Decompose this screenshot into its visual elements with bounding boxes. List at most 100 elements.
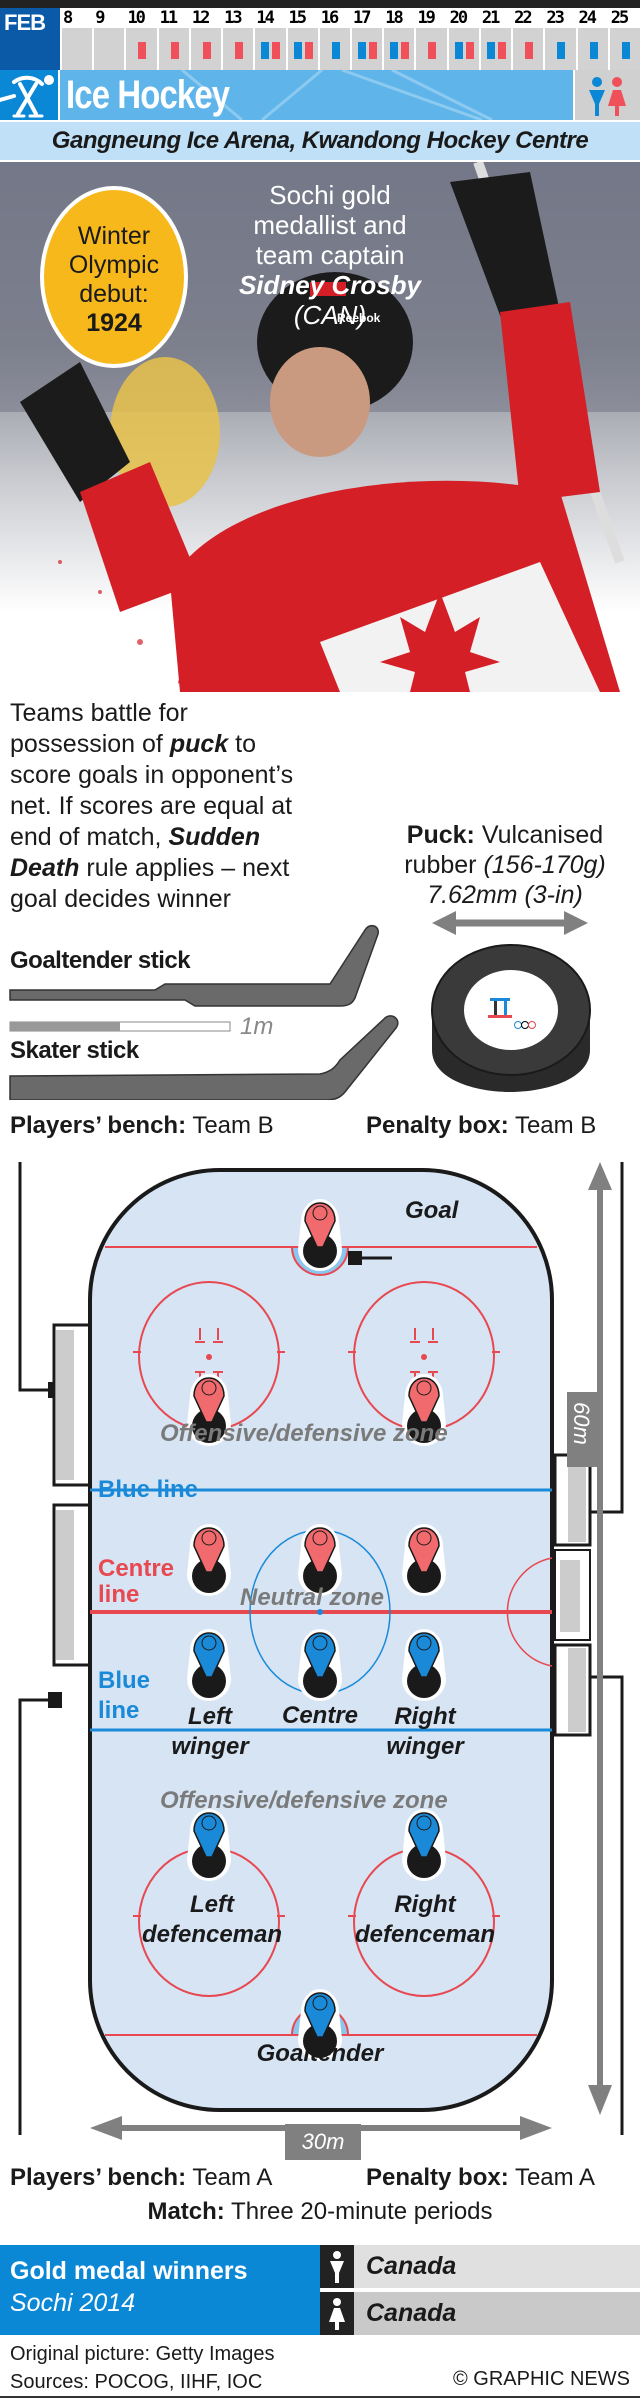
men-event-marker bbox=[454, 42, 463, 59]
label-value: Team B bbox=[186, 1112, 274, 1139]
right-winger-label: Right winger bbox=[380, 1702, 470, 1762]
puck-material: Vulcanised rubber bbox=[404, 821, 604, 879]
red-player-marker bbox=[402, 1374, 446, 1446]
label-line: Left bbox=[190, 1891, 234, 1918]
calendar-day: 12 bbox=[188, 8, 222, 70]
calendar-day: 14 bbox=[253, 8, 286, 70]
women-winner-row: Canada bbox=[320, 2292, 640, 2335]
men-event-marker bbox=[331, 42, 340, 59]
day-number: 15 bbox=[287, 8, 318, 28]
label-line: Left bbox=[188, 1703, 232, 1730]
officials-box bbox=[554, 1549, 591, 1641]
women-event-marker bbox=[525, 42, 534, 59]
red-player-marker bbox=[187, 1524, 231, 1596]
desc-text: Teams battle for possession of bbox=[10, 699, 188, 758]
label-line: Blue bbox=[98, 1667, 151, 1694]
red-player-marker bbox=[402, 1524, 446, 1596]
men-event-marker bbox=[621, 42, 630, 59]
desc-text: rule applies – next goal decides winner bbox=[10, 854, 290, 913]
players-bench-b bbox=[52, 1323, 92, 1487]
left-defenceman-label: Left defenceman bbox=[132, 1890, 292, 1950]
day-number: 21 bbox=[480, 8, 512, 28]
caption-line: medallist and bbox=[253, 210, 407, 240]
label-key: Players’ bench: bbox=[10, 1112, 187, 1139]
calendar-day: 11 bbox=[156, 8, 189, 70]
puck-title: Puck: bbox=[406, 821, 475, 849]
puck-diameter: 7.62mm (3-in) bbox=[427, 881, 583, 909]
blue-line-label-top: Blue line bbox=[98, 1476, 199, 1503]
gold-medal-winners: Gold medal winners Sochi 2014 Canada Can… bbox=[0, 2245, 640, 2335]
label-value: Team A bbox=[186, 2164, 273, 2191]
left-winger-label: Left winger bbox=[170, 1702, 250, 1762]
women-event-marker bbox=[202, 42, 211, 59]
label-line: defenceman bbox=[354, 1921, 496, 1948]
title-bar: Ice Hockey bbox=[0, 70, 640, 120]
calendar-day: 24 bbox=[575, 8, 608, 70]
women-event-marker bbox=[138, 42, 147, 59]
men-event-marker bbox=[390, 42, 399, 59]
day-number: 25 bbox=[609, 8, 640, 28]
label-value: Three 20-minute periods bbox=[224, 2198, 493, 2225]
day-number: 12 bbox=[190, 8, 222, 28]
zone-label-bottom: Offensive/defensive zone bbox=[160, 1787, 448, 1814]
desc-emphasis: Sudden Death bbox=[10, 823, 261, 882]
photo-caption: Sochi gold medallist and team captain Si… bbox=[210, 180, 450, 330]
picture-credit: Original picture: Getty Images bbox=[10, 2343, 275, 2365]
men-event-marker bbox=[293, 42, 302, 59]
calendar-day: 13 bbox=[221, 8, 254, 70]
players-bench-team-b: Players’ bench: Team B bbox=[10, 1112, 274, 1140]
calendar-day: 15 bbox=[285, 8, 318, 70]
calendar-day: 18 bbox=[382, 8, 415, 70]
skater-stick bbox=[9, 1015, 399, 1100]
goaltender-stick bbox=[9, 924, 379, 1007]
goaltender-label: Goaltender bbox=[256, 2040, 384, 2067]
women-event-marker bbox=[272, 42, 281, 59]
debut-badge: Winter Olympic debut: 1924 bbox=[40, 186, 188, 368]
equipment-illustration: 1m bbox=[9, 911, 591, 1100]
red-player-marker bbox=[298, 1524, 342, 1596]
blue-left-defenceman-marker bbox=[187, 1809, 231, 1881]
gold-medal-title: Gold medal winners bbox=[10, 2257, 248, 2285]
right-defenceman-label: Right defenceman bbox=[345, 1890, 505, 1950]
day-number: 16 bbox=[319, 8, 350, 28]
zone-label-top: Offensive/defensive zone bbox=[160, 1420, 448, 1447]
athlete-country: (CAN) bbox=[293, 300, 367, 330]
day-number: 22 bbox=[513, 8, 544, 28]
men-icon bbox=[320, 2245, 354, 2288]
penalty-box-team-b: Penalty box: Team B bbox=[366, 1112, 596, 1140]
day-number: 18 bbox=[384, 8, 415, 28]
referee-crease bbox=[506, 1557, 553, 1667]
day-number: 19 bbox=[416, 8, 447, 28]
label-line: defenceman bbox=[141, 1921, 283, 1948]
label-key: Penalty box: bbox=[366, 1112, 509, 1139]
label-line: Centre bbox=[98, 1555, 175, 1582]
penalty-box-b bbox=[553, 1453, 592, 1547]
match-format: Match: Three 20-minute periods bbox=[0, 2198, 640, 2226]
calendar-day: 20 bbox=[446, 8, 479, 70]
women-event-marker bbox=[497, 42, 506, 59]
penalty-box-team-a: Penalty box: Team A bbox=[366, 2164, 595, 2192]
sources-credit: Sources: POCOG, IIHF, IOC bbox=[10, 2371, 263, 2393]
puck-weight: (156-170g) bbox=[483, 851, 606, 879]
debut-year: 1924 bbox=[86, 309, 142, 337]
players-bench-a bbox=[52, 1503, 92, 1667]
penalty-box-a bbox=[553, 1643, 592, 1737]
women-icon bbox=[320, 2292, 354, 2335]
label-key: Players’ bench: bbox=[10, 2164, 187, 2191]
player-markers bbox=[187, 1199, 446, 2061]
label-line: line bbox=[98, 1697, 140, 1724]
ice-lines-decoration bbox=[181, 70, 493, 120]
red-player-marker bbox=[187, 1374, 231, 1446]
width-arrow-icon bbox=[432, 911, 588, 935]
blue-right-winger-marker bbox=[402, 1629, 446, 1701]
day-number: 13 bbox=[223, 8, 254, 28]
gold-medal-subtitle: Sochi 2014 bbox=[10, 2289, 136, 2317]
day-number: 24 bbox=[577, 8, 608, 28]
puck-label: Puck: Vulcanised rubber (156-170g) 7.62m… bbox=[380, 820, 630, 910]
badge-line: Winter bbox=[77, 222, 151, 250]
women-event-marker bbox=[170, 42, 179, 59]
desc-emphasis: puck bbox=[169, 730, 229, 758]
women-event-marker bbox=[428, 42, 437, 59]
label-value: Team B bbox=[508, 1112, 597, 1139]
page-title: Ice Hockey bbox=[66, 73, 230, 117]
